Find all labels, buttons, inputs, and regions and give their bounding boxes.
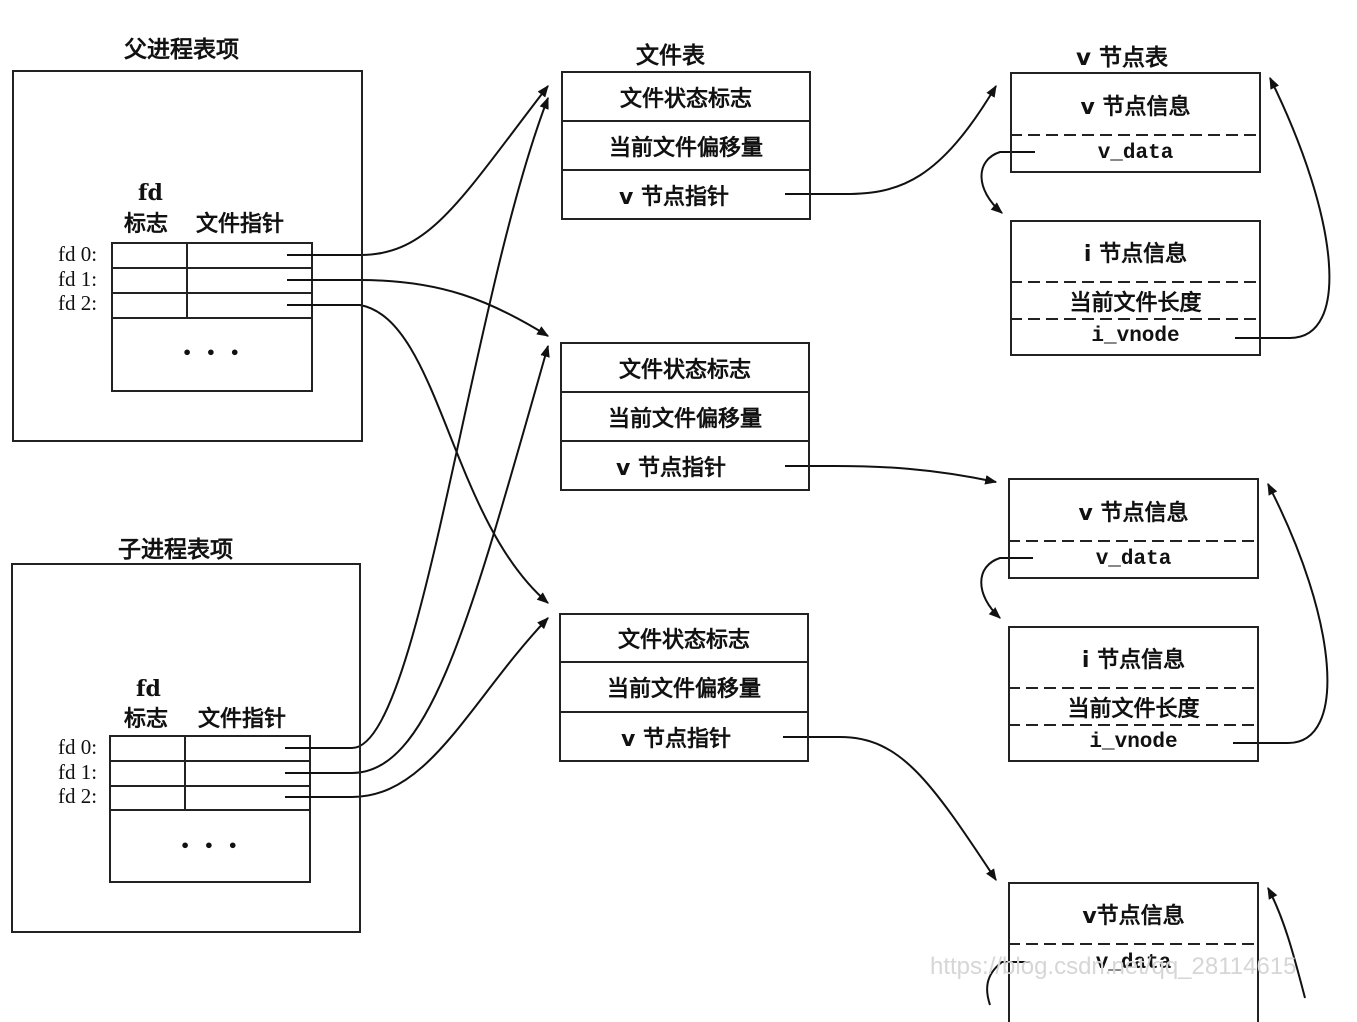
file-table-entry-3: 文件状态标志 当前文件偏移量 v 节点指针 — [559, 613, 809, 762]
file-entry-2-vptr: v 节点指针 — [616, 455, 727, 481]
parent-fd-flag-header-line2: 标志 — [124, 212, 169, 237]
arrow-ivnode-2 — [1233, 482, 1329, 744]
child-fd-flag-header-line2: 标志 — [124, 707, 169, 732]
vnode-3-info: v节点信息 — [1082, 904, 1185, 929]
watermark-text: https://blog.csdn.net/qq_28114615 — [930, 953, 1297, 980]
child-fd0-label: fd 0: — [58, 735, 98, 759]
file-entry-3-status: 文件状态标志 — [561, 615, 807, 663]
vnode-2-vdata: v_data — [1095, 548, 1172, 571]
child-file-ptr-header: 文件指针 — [198, 707, 287, 732]
vnode-dashed-separators — [1008, 134, 1260, 945]
child-table-title: 子进程表项 — [118, 537, 233, 563]
parent-fd1-label: fd 1: — [58, 267, 98, 291]
parent-file-ptr-header: 文件指针 — [196, 212, 285, 237]
inode-2-length: 当前文件长度 — [1067, 696, 1200, 722]
file-entry-2-status: 文件状态标志 — [562, 344, 808, 393]
child-fd2-label: fd 2: — [58, 784, 98, 808]
arrow-ivnode-1 — [1235, 76, 1331, 339]
vnode-2-info: v 节点信息 — [1078, 501, 1189, 526]
child-table-box — [11, 563, 361, 933]
arrow-parent-fd0 — [287, 85, 549, 256]
file-entry-1-vptr: v 节点指针 — [619, 184, 730, 210]
inode-2-box: i 节点信息 当前文件长度 i_vnode — [1008, 626, 1259, 762]
vnode-1-info: v 节点信息 — [1080, 95, 1191, 120]
arrow-parent-fd2 — [287, 304, 549, 604]
inode-2-ivnode: i_vnode — [1089, 731, 1178, 754]
arrow-parent-fd1 — [287, 279, 550, 337]
inode-1-length: 当前文件长度 — [1069, 290, 1202, 316]
vnode-2-box: v 节点信息 v_data — [1008, 478, 1259, 579]
vnode-1-box: v 节点信息 v_data — [1010, 72, 1261, 173]
arrow-vptr-2 — [785, 465, 998, 485]
file-entry-3-offset: 当前文件偏移量 — [561, 663, 807, 713]
inode-1-info: i 节点信息 — [1083, 242, 1188, 267]
parent-fd-grid — [111, 242, 313, 392]
arrow-vdata-2 — [980, 557, 1033, 619]
inode-1-ivnode: i_vnode — [1091, 325, 1180, 348]
arrow-vdata-3 — [986, 961, 1030, 1006]
arrow-child-fd0 — [285, 96, 549, 749]
file-table-entry-2: 文件状态标志 当前文件偏移量 v 节点指针 — [560, 342, 810, 491]
child-fd-grid — [109, 735, 311, 883]
vnode-1-vdata: v_data — [1097, 142, 1174, 165]
child-fd1-label: fd 1: — [58, 760, 98, 784]
parent-table-box — [12, 70, 363, 442]
vnode-table-title: v 节点表 — [1076, 45, 1168, 71]
parent-table-title: 父进程表项 — [124, 37, 239, 63]
parent-fd0-label: fd 0: — [58, 242, 98, 266]
file-entry-2-offset: 当前文件偏移量 — [562, 393, 808, 442]
child-ellipsis: • • • — [180, 836, 242, 855]
vnode-3-vdata: v_data — [1095, 951, 1172, 975]
file-table-title: 文件表 — [636, 43, 705, 69]
file-entry-3-vptr: v 节点指针 — [621, 726, 732, 752]
parent-fd-flag-header-line1: fd — [138, 180, 163, 206]
parent-ellipsis: • • • — [182, 343, 244, 362]
vnode-3-box: v节点信息 v_data — [1008, 882, 1259, 1022]
file-entry-1-offset: 当前文件偏移量 — [563, 122, 809, 171]
arrow-vptr-3 — [783, 736, 997, 882]
file-table-entry-1: 文件状态标志 当前文件偏移量 v 节点指针 — [561, 71, 811, 220]
parent-fd2-label: fd 2: — [58, 291, 98, 315]
file-entry-1-status: 文件状态标志 — [563, 73, 809, 122]
arrow-ivnode-3 — [1267, 886, 1306, 999]
inode-2-info: i 节点信息 — [1081, 648, 1186, 673]
child-fd-flag-header-line1: fd — [136, 676, 161, 702]
arrow-vptr-1 — [785, 84, 997, 195]
arrow-child-fd1 — [285, 344, 550, 774]
arrow-child-fd2 — [285, 617, 549, 798]
pointer-arrows — [285, 76, 1331, 1006]
inode-1-box: i 节点信息 当前文件长度 i_vnode — [1010, 220, 1261, 356]
arrow-vdata-1 — [980, 151, 1035, 214]
